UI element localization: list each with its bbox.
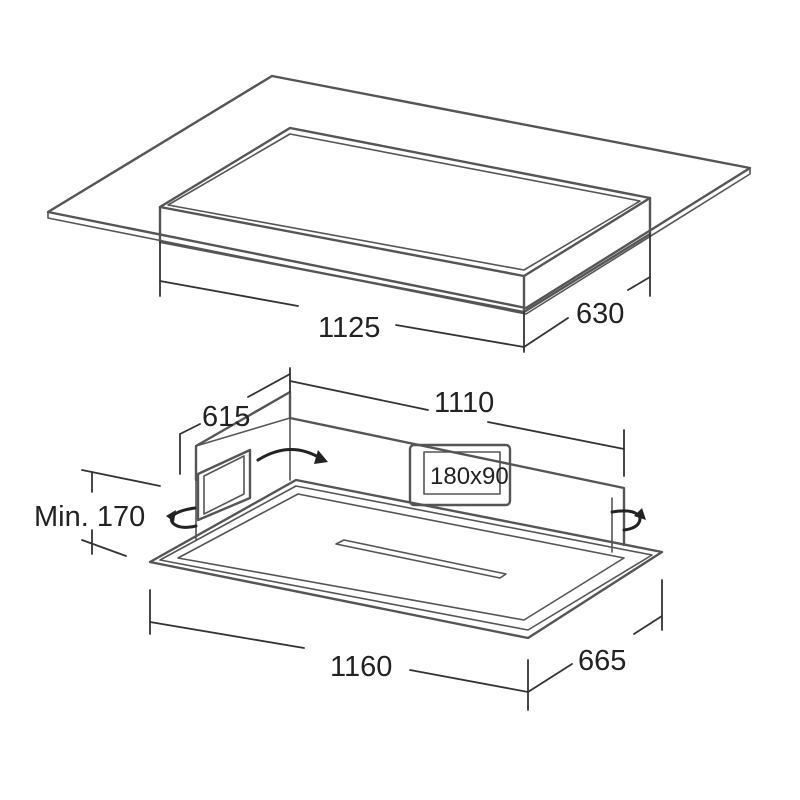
body-width-label: 1110 [434,387,494,419]
rotate-arrow-icon [166,506,198,529]
recess-front-face [158,205,526,314]
ceiling-plate [46,74,752,310]
recess-side-face [522,196,652,314]
top-width-label: 1125 [318,312,380,344]
top-dimensions: 1125 630 [159,233,651,353]
top-outlet-frame [408,443,512,507]
hood-panel [148,478,664,640]
side-outlet [196,448,252,522]
panel-depth-label: 665 [578,645,626,677]
top-depth-label: 630 [576,298,624,330]
hood-panel-rim [159,485,653,631]
hood-body-outline [194,390,626,547]
bottom-dimensions: 615 1110 Min. 170 1160 665 [34,367,663,711]
hood-unit: 180x90 [148,390,664,640]
ceiling-recess [46,74,752,315]
recess-top-face [158,126,652,278]
rotate-arrow-icon [610,508,646,532]
rotate-arrow-icon [256,448,328,464]
hood-panel-inner [177,493,625,621]
outlet-size-label: 180x90 [430,463,509,490]
recess-inner-rim [167,133,641,271]
hood-body-top-edge [195,417,291,447]
top-outlet-inner [423,451,501,495]
height-label: Min. 170 [34,501,145,533]
light-strip [335,539,507,579]
panel-width-label: 1160 [330,651,392,683]
body-depth-label: 615 [202,401,250,433]
ceiling-plate-edge [47,167,751,315]
